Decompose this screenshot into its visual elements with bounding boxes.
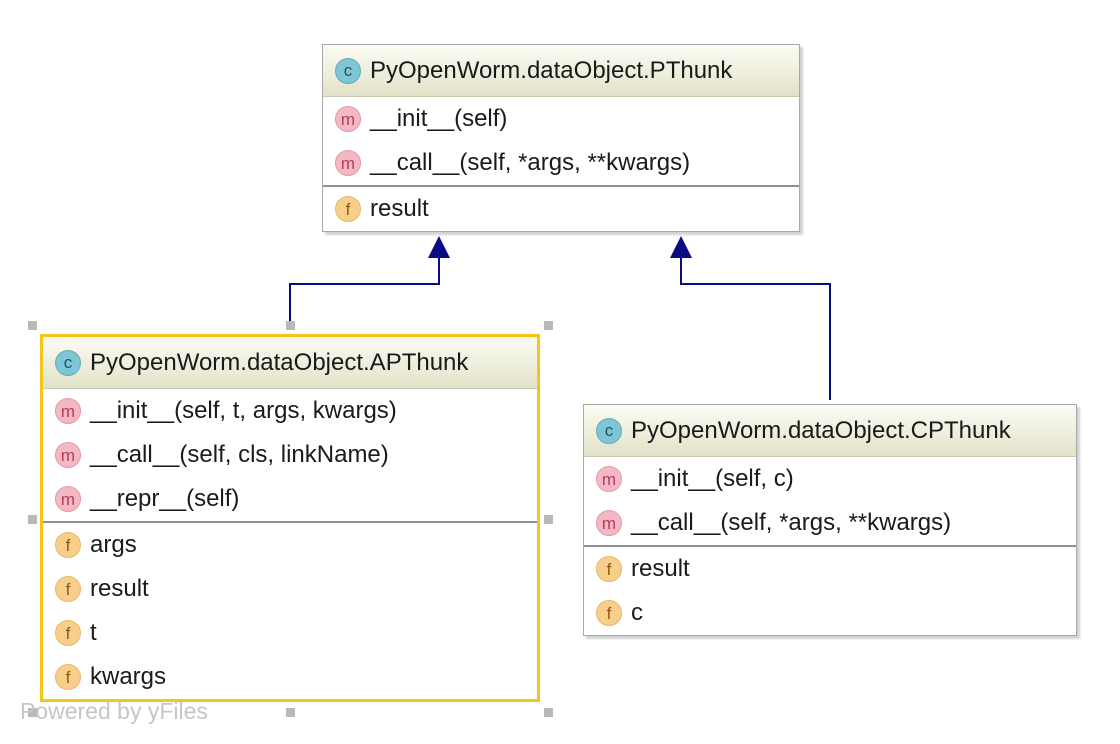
resize-handle-middle-right[interactable] [544,515,553,524]
class-name: PyOpenWorm.dataObject.APThunk [90,348,469,376]
class-icon: c [335,57,361,84]
edge-cpthunk-to-pthunk[interactable] [680,258,831,400]
methods-section: m __init__(self) m __call__(self, *args,… [323,97,799,185]
class-header: c PyOpenWorm.dataObject.CPThunk [584,405,1076,457]
field-icon: f [335,196,361,222]
resize-handle-top-left[interactable] [28,321,37,330]
method-icon: m [335,106,361,132]
method-icon: m [55,398,81,424]
field-icon: f [596,600,622,626]
class-node-pthunk[interactable]: c PyOpenWorm.dataObject.PThunk m __init_… [322,44,800,232]
field-row[interactable]: f result [43,567,537,611]
fields-section: f result [323,185,799,231]
method-signature: __init__(self, c) [631,465,794,492]
method-signature: __init__(self) [370,105,508,132]
method-row[interactable]: m __repr__(self) [43,477,537,521]
field-name: result [370,195,429,222]
method-icon: m [55,442,81,468]
field-icon: f [55,576,81,602]
method-icon: m [596,510,622,536]
method-row[interactable]: m __init__(self, c) [584,457,1076,501]
fields-section: f args f result f t f kwargs [43,521,537,699]
resize-handle-bottom-center[interactable] [286,708,295,717]
method-row[interactable]: m __init__(self, t, args, kwargs) [43,389,537,433]
class-name: PyOpenWorm.dataObject.CPThunk [631,416,1011,444]
field-name: result [90,575,149,602]
field-row[interactable]: f t [43,611,537,655]
resize-handle-bottom-left[interactable] [28,708,37,717]
method-signature: __call__(self, *args, **kwargs) [631,509,952,536]
class-header: c PyOpenWorm.dataObject.PThunk [323,45,799,97]
class-icon: c [596,417,622,444]
class-name: PyOpenWorm.dataObject.PThunk [370,56,733,84]
field-icon: f [55,664,81,690]
field-icon: f [596,556,622,582]
field-name: result [631,555,690,582]
method-signature: __call__(self, *args, **kwargs) [370,149,691,176]
field-icon: f [55,532,81,558]
method-signature: __call__(self, cls, linkName) [90,441,389,468]
resize-handle-middle-left[interactable] [28,515,37,524]
method-icon: m [335,150,361,176]
methods-section: m __init__(self, c) m __call__(self, *ar… [584,457,1076,545]
field-name: kwargs [90,663,167,690]
field-row[interactable]: f result [584,547,1076,591]
method-signature: __init__(self, t, args, kwargs) [90,397,397,424]
class-header: c PyOpenWorm.dataObject.APThunk [43,337,537,389]
method-row[interactable]: m __call__(self, *args, **kwargs) [584,501,1076,545]
class-node-apthunk[interactable]: c PyOpenWorm.dataObject.APThunk m __init… [40,334,540,702]
field-icon: f [55,620,81,646]
field-name: t [90,619,97,646]
resize-handle-bottom-right[interactable] [544,708,553,717]
arrowhead-apthunk [428,236,450,258]
field-row[interactable]: f c [584,591,1076,635]
method-row[interactable]: m __call__(self, cls, linkName) [43,433,537,477]
resize-handle-top-center[interactable] [286,321,295,330]
method-icon: m [55,486,81,512]
method-row[interactable]: m __init__(self) [323,97,799,141]
method-icon: m [596,466,622,492]
field-row[interactable]: f kwargs [43,655,537,699]
edge-apthunk-to-pthunk[interactable] [289,258,440,330]
method-signature: __repr__(self) [90,485,240,512]
field-row[interactable]: f args [43,523,537,567]
resize-handle-top-right[interactable] [544,321,553,330]
class-icon: c [55,349,81,376]
field-name: args [90,531,137,558]
fields-section: f result f c [584,545,1076,635]
methods-section: m __init__(self, t, args, kwargs) m __ca… [43,389,537,521]
field-name: c [631,599,643,626]
field-row[interactable]: f result [323,187,799,231]
yfiles-watermark: Powered by yFiles [20,698,208,724]
method-row[interactable]: m __call__(self, *args, **kwargs) [323,141,799,185]
class-node-cpthunk[interactable]: c PyOpenWorm.dataObject.CPThunk m __init… [583,404,1077,636]
arrowhead-cpthunk [670,236,692,258]
